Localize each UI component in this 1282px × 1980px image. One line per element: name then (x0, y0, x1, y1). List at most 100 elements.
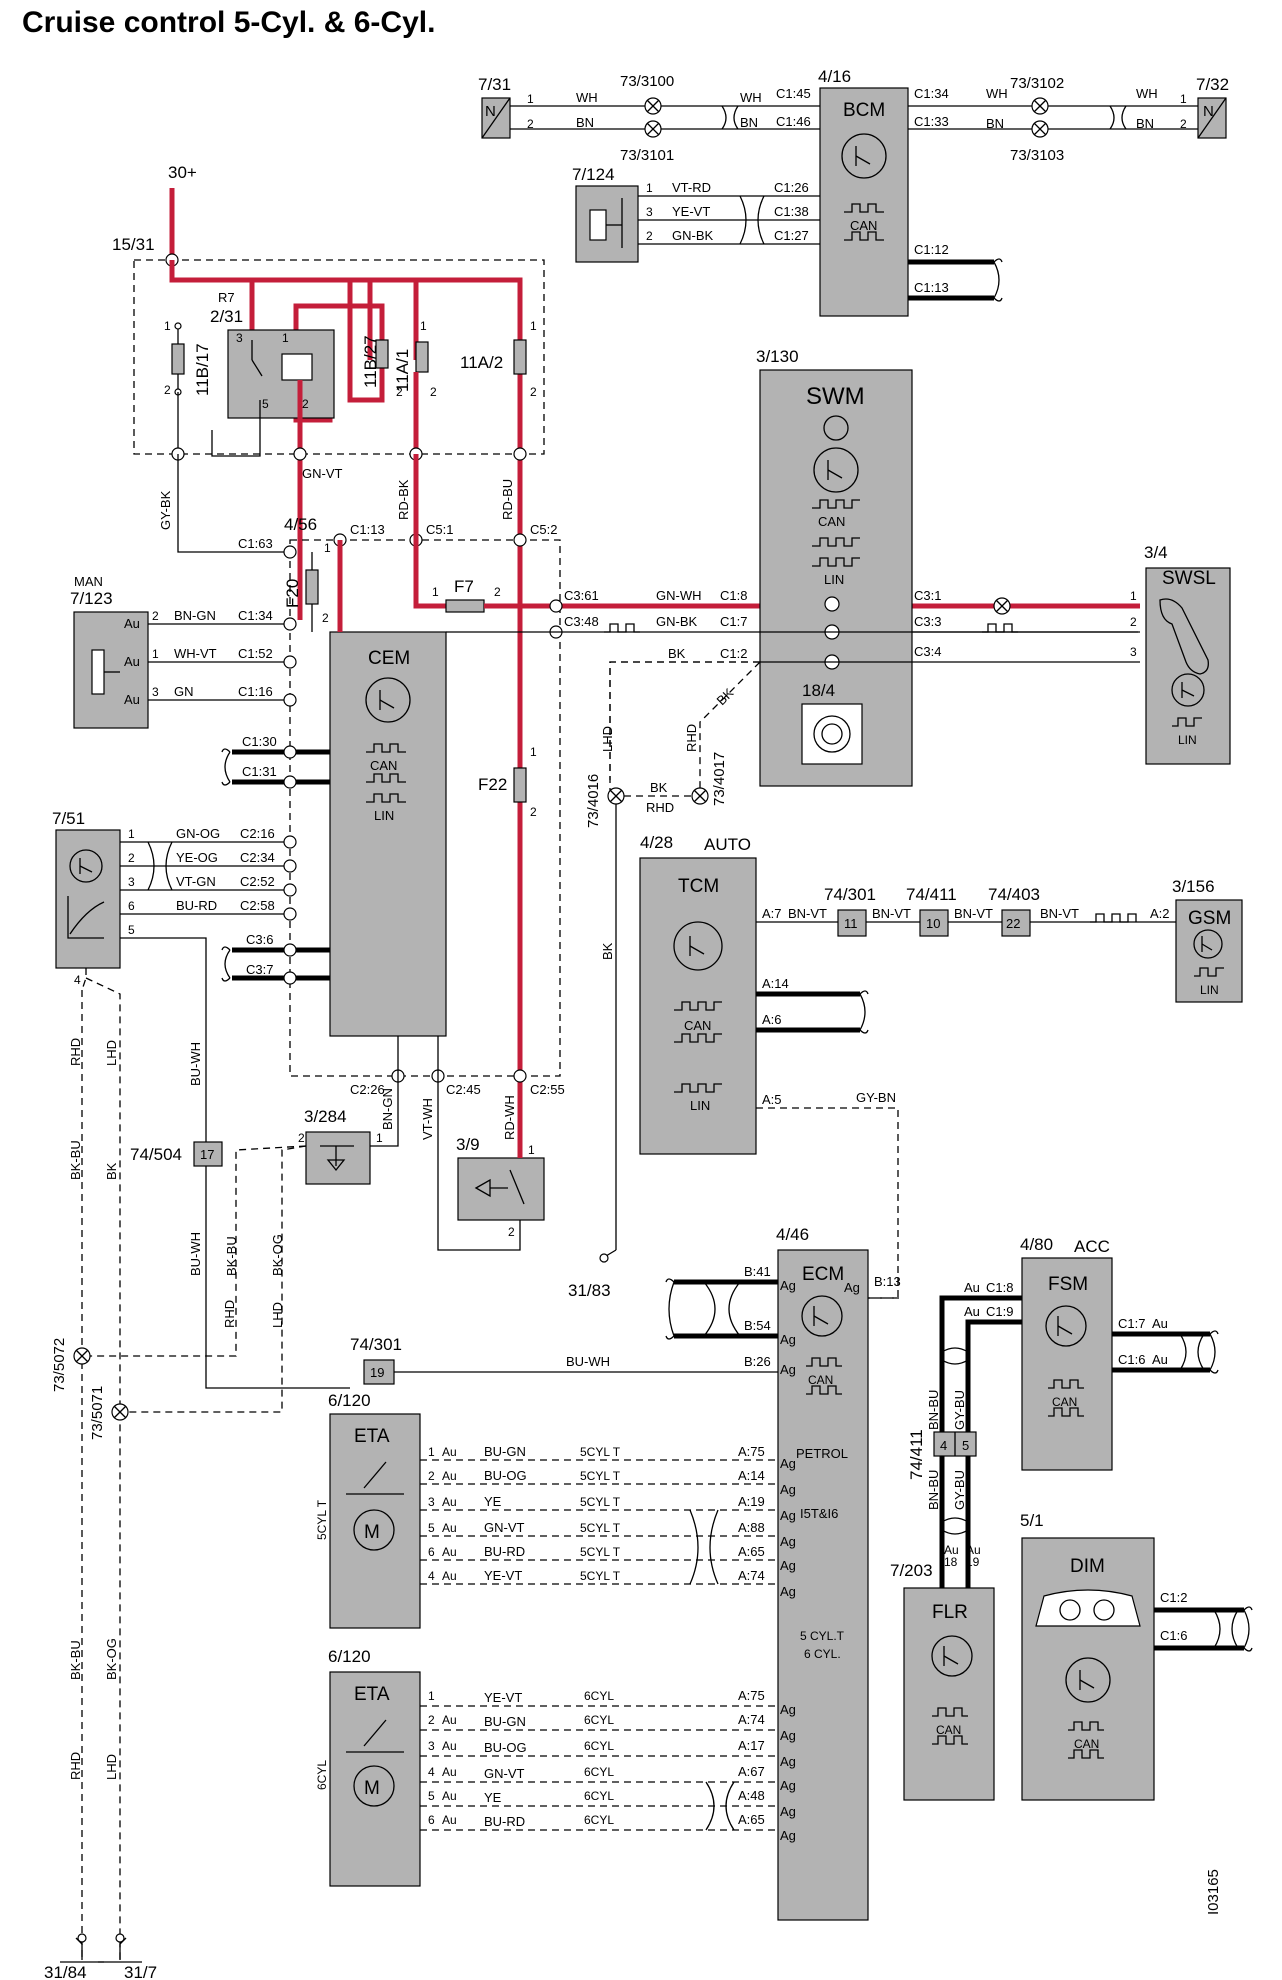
svg-text:YE: YE (484, 1494, 502, 1509)
svg-text:4/16: 4/16 (818, 67, 851, 86)
svg-text:C1:7: C1:7 (1118, 1316, 1145, 1331)
svg-text:LIN: LIN (824, 572, 844, 587)
svg-text:11A/2: 11A/2 (460, 353, 503, 372)
svg-text:6: 6 (128, 899, 135, 913)
svg-text:B:54: B:54 (744, 1318, 771, 1333)
svg-text:MAN: MAN (74, 574, 103, 589)
svg-text:CAN: CAN (818, 514, 845, 529)
svg-text:BU-WH: BU-WH (188, 1232, 203, 1276)
svg-text:BK: BK (600, 942, 615, 960)
svg-text:GY-BK: GY-BK (158, 490, 173, 530)
svg-text:1: 1 (428, 1689, 435, 1703)
svg-text:GN-BK: GN-BK (656, 614, 698, 629)
svg-text:73/3102: 73/3102 (1010, 75, 1064, 92)
svg-text:BU-RD: BU-RD (484, 1544, 525, 1559)
svg-text:BK: BK (104, 1162, 119, 1180)
svg-text:A:5: A:5 (762, 1092, 782, 1107)
svg-text:19: 19 (966, 1555, 980, 1569)
svg-text:6CYL: 6CYL (584, 1813, 614, 1827)
svg-text:22: 22 (1006, 916, 1020, 931)
svg-text:2: 2 (646, 229, 653, 243)
svg-text:SWSL: SWSL (1162, 568, 1216, 589)
svg-text:WH: WH (576, 90, 598, 105)
svg-text:LIN: LIN (690, 1098, 710, 1113)
svg-text:11A/1: 11A/1 (393, 349, 412, 392)
svg-text:C1:46: C1:46 (776, 114, 811, 129)
svg-text:4/28: 4/28 (640, 833, 673, 852)
svg-text:19: 19 (370, 1365, 384, 1380)
svg-text:CAN: CAN (684, 1018, 711, 1033)
svg-text:BN-VT: BN-VT (788, 906, 827, 921)
svg-text:RD-WH: RD-WH (502, 1095, 517, 1140)
svg-text:C5:2: C5:2 (530, 522, 557, 537)
svg-text:GY-BU: GY-BU (952, 1470, 967, 1510)
svg-text:Ag: Ag (780, 1584, 796, 1599)
svg-text:1: 1 (530, 745, 537, 759)
svg-text:2: 2 (298, 1131, 305, 1145)
svg-text:Au: Au (442, 1445, 457, 1459)
man-switch: MAN 7/123 Au Au Au (70, 574, 149, 729)
svg-text:CAN: CAN (850, 218, 877, 233)
svg-text:BK: BK (668, 646, 686, 661)
svg-text:6CYL: 6CYL (584, 1789, 614, 1803)
svg-text:Au: Au (442, 1713, 457, 1727)
svg-text:1: 1 (432, 585, 439, 599)
svg-text:C1:13: C1:13 (914, 280, 949, 295)
svg-text:3/9: 3/9 (456, 1135, 480, 1154)
svg-text:GY-BN: GY-BN (856, 1090, 896, 1105)
svg-text:Au: Au (124, 616, 140, 631)
svg-text:GN-OG: GN-OG (176, 826, 220, 841)
svg-text:3: 3 (152, 685, 159, 699)
fsm-module: 4/80 ACC FSM CAN (1020, 1235, 1113, 1471)
eta-5cyl: 6/120 ETA M 5CYL T (315, 1391, 421, 1629)
ecm-module: 4/46 ECM CAN PETROL I5T&I6 5 CYL.T 6 CYL… (776, 1225, 869, 1921)
connector-74-301b: 19 74/301 (350, 1335, 402, 1385)
svg-text:A:65: A:65 (738, 1544, 765, 1559)
joint-4017: 73/4017 (691, 752, 728, 806)
svg-text:31/7: 31/7 (124, 1963, 157, 1980)
svg-text:3: 3 (428, 1495, 435, 1509)
svg-text:A:75: A:75 (738, 1688, 765, 1703)
svg-text:BU-WH: BU-WH (188, 1042, 203, 1086)
svg-text:BU-OG: BU-OG (484, 1740, 527, 1755)
svg-text:BK-BU: BK-BU (68, 1640, 83, 1680)
svg-text:CAN: CAN (370, 758, 397, 773)
svg-text:A:14: A:14 (762, 976, 789, 991)
svg-text:Ag: Ag (780, 1362, 796, 1377)
svg-text:10: 10 (926, 916, 940, 931)
svg-text:5: 5 (128, 923, 135, 937)
svg-text:2: 2 (152, 609, 159, 623)
flr-module: 7/203 FLR CAN (890, 1561, 995, 1801)
svg-text:Au: Au (124, 654, 140, 669)
svg-text:6CYL: 6CYL (584, 1739, 614, 1753)
svg-text:LIN: LIN (374, 808, 394, 823)
svg-text:C1:30: C1:30 (242, 734, 277, 749)
svg-text:GN-WH: GN-WH (656, 588, 702, 603)
svg-text:BK-BU: BK-BU (224, 1236, 239, 1276)
svg-text:7/32: 7/32 (1196, 75, 1229, 94)
svg-text:5: 5 (262, 397, 269, 411)
svg-text:1: 1 (376, 1131, 383, 1145)
svg-text:RHD: RHD (222, 1300, 237, 1328)
svg-text:6CYL: 6CYL (584, 1713, 614, 1727)
svg-text:1: 1 (282, 331, 289, 345)
svg-text:C2:34: C2:34 (240, 850, 275, 865)
svg-text:BK: BK (650, 780, 668, 795)
joint-5072: 73/5072 (51, 1338, 91, 1392)
svg-text:1: 1 (527, 92, 534, 106)
swm-module: 3/130 SWM CAN LIN 18/4 (756, 347, 913, 787)
svg-text:LIN: LIN (1178, 733, 1197, 747)
svg-text:6: 6 (428, 1813, 435, 1827)
svg-text:B:13: B:13 (874, 1274, 901, 1289)
svg-text:TCM: TCM (678, 876, 719, 897)
svg-text:4/56: 4/56 (284, 515, 317, 534)
svg-text:6 CYL.: 6 CYL. (804, 1647, 841, 1661)
svg-text:5CYL T: 5CYL T (580, 1445, 621, 1459)
svg-text:7/124: 7/124 (572, 165, 615, 184)
svg-text:31/83: 31/83 (568, 1281, 611, 1300)
svg-text:CAN: CAN (1052, 1395, 1077, 1409)
svg-text:C1:33: C1:33 (914, 114, 949, 129)
svg-text:CEM: CEM (368, 648, 410, 669)
svg-text:74/301: 74/301 (824, 885, 876, 904)
svg-text:BU-WH: BU-WH (566, 1354, 610, 1369)
